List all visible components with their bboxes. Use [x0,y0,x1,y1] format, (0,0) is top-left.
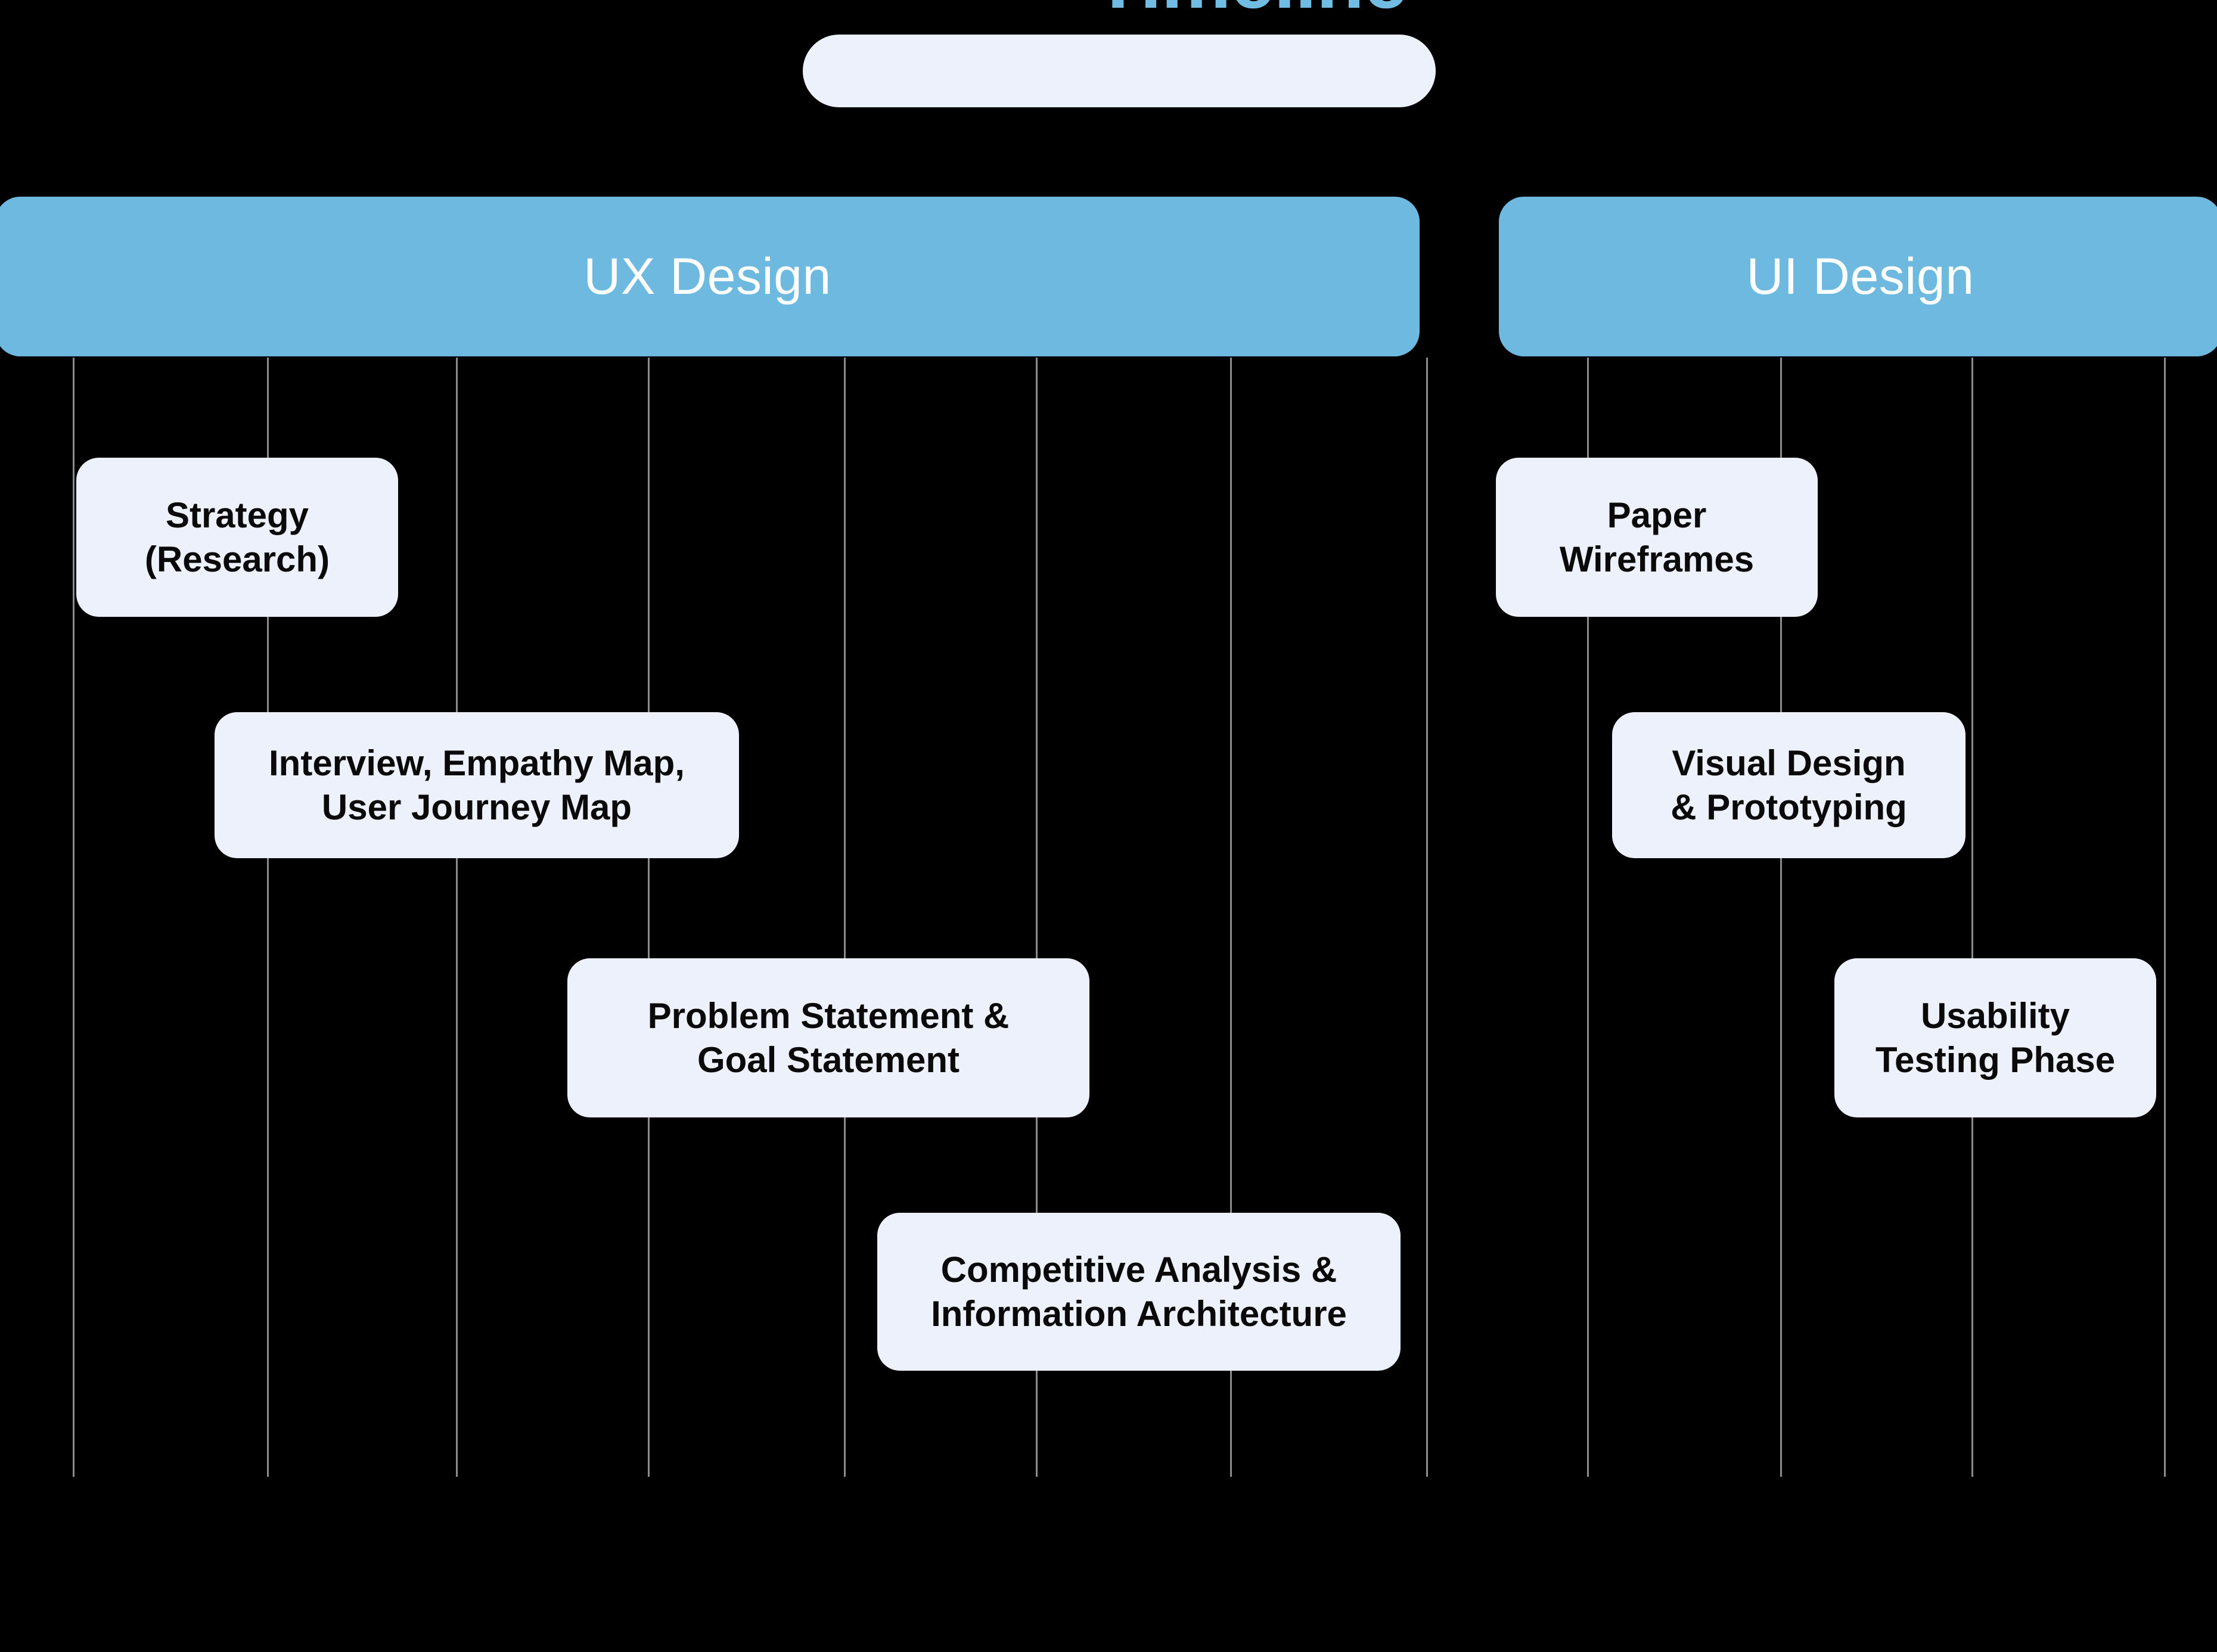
gridline-ux-design-5 [1036,358,1038,1477]
task-card-visual-design-prototyping[interactable]: Visual Design& Prototyping [1612,712,1966,858]
gridline-ux-design-6 [1230,358,1232,1477]
gridline-ui-design-3 [2164,358,2166,1477]
task-card-label: Usability [1920,996,2070,1036]
page-title-accent: Timeline [1094,0,1408,24]
task-card-interview-empathy-journey[interactable]: Interview, Empathy Map,User Journey Map [215,712,739,858]
task-card-label: Visual Design [1672,743,1906,784]
gridline-ui-design-0 [1587,358,1589,1477]
task-card-label: Interview, Empathy Map, [269,743,685,784]
task-card-label: Information Architecture [931,1293,1347,1334]
phase-header-ux-design-label: UX Design [583,247,831,305]
gridline-ux-design-7 [1426,358,1428,1477]
task-card-label: User Journey Map [321,787,632,827]
task-card-problem-goal-statement[interactable]: Problem Statement &Goal Statement [567,958,1089,1117]
task-card-label: (Research) [144,539,330,579]
page-title: Project Timeline [0,0,2217,20]
task-card-label: Paper [1607,495,1707,536]
task-card-label: Competitive Analysis & [940,1250,1337,1290]
gridline-ux-design-3 [648,358,650,1477]
task-card-label: Problem Statement & [647,996,1010,1036]
gridline-ui-design-1 [1780,358,1782,1477]
page-title-primary: Project [810,0,1094,24]
task-card-competitive-analysis-ia[interactable]: Competitive Analysis &Information Archit… [877,1213,1401,1371]
task-card-label: Testing Phase [1875,1039,2116,1080]
task-card-label: Wireframes [1559,539,1755,579]
gridline-ux-design-2 [456,358,458,1477]
task-card-label: Goal Statement [697,1039,960,1080]
gridline-ux-design-1 [267,358,269,1477]
gridline-ui-design-2 [1971,358,1973,1477]
phase-header-ui-design-label: UI Design [1746,247,1974,305]
phase-header-ui-design[interactable]: UI Design [1499,197,2217,356]
task-card-label: & Prototyping [1670,787,1907,827]
title-pill [803,35,1436,107]
gridline-ux-design-4 [844,358,846,1477]
task-card-strategy-research[interactable]: Strategy(Research) [76,458,398,617]
task-card-label: Strategy [165,495,309,536]
phase-header-ux-design[interactable]: UX Design [0,197,1420,356]
gridline-ux-design-0 [73,358,74,1477]
